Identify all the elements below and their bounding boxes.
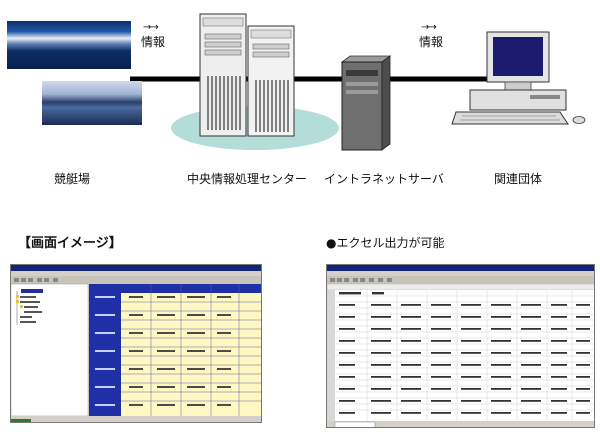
caption-intranet: イントラネットサーバ (324, 172, 444, 186)
boat-race-photo-1 (7, 21, 131, 69)
app-screenshot-graphic (11, 265, 261, 422)
desktop-computer-icon (451, 31, 586, 125)
screen-image-heading: 【画面イメージ】 (18, 236, 122, 251)
caption-center: 中央情報処理センター (187, 172, 308, 186)
server-tower-icon (199, 13, 247, 137)
intranet-server-icon (340, 55, 392, 151)
boat-race-photo-2 (42, 81, 142, 125)
excel-output-heading: ●エクセル出力が可能 (326, 236, 445, 250)
app-screenshot (10, 264, 262, 423)
flow-label-left: 情報 (141, 35, 166, 49)
arrow-right-icon-2: →→ (421, 22, 437, 33)
flow-label-right: 情報 (419, 35, 444, 49)
server-tower-icon-2 (247, 25, 295, 137)
excel-screenshot (326, 264, 595, 428)
network-diagram (130, 13, 586, 151)
caption-org: 関連団体 (494, 172, 543, 186)
caption-boat-race: 競艇場 (54, 172, 91, 186)
excel-screenshot-graphic (327, 265, 594, 427)
arrow-right-icon: →→ (143, 22, 159, 33)
